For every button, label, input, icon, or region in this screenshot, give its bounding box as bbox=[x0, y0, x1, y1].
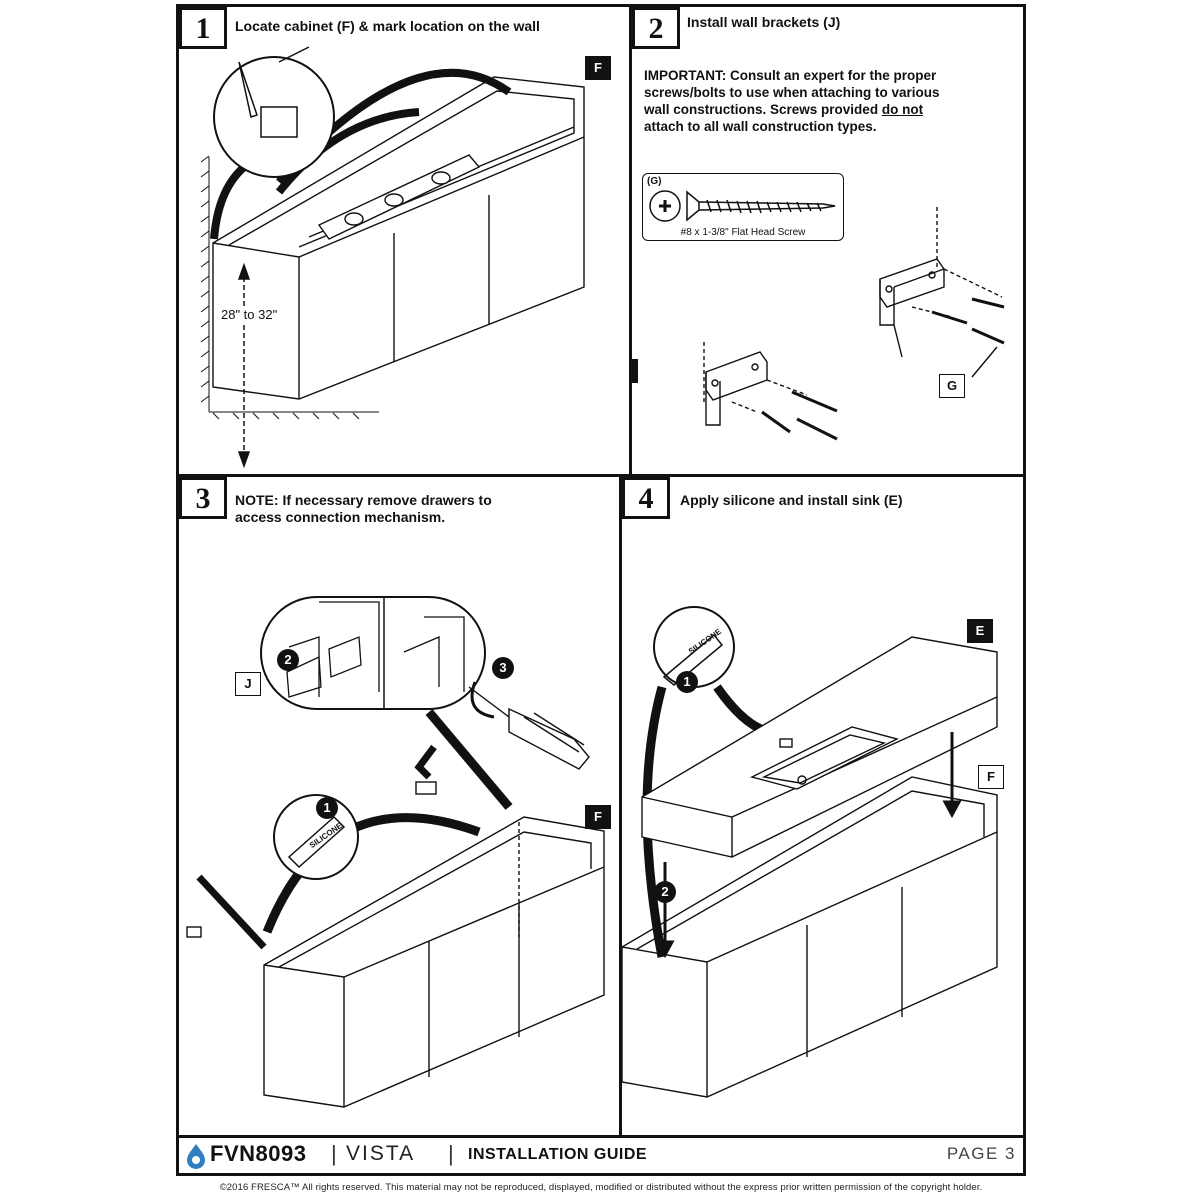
important-emphasis: do not bbox=[881, 102, 924, 117]
step-4-callout-cabinet: F bbox=[978, 765, 1004, 789]
step-4-illustration bbox=[622, 606, 998, 1098]
step-4-badge-2: 2 bbox=[654, 881, 676, 903]
important-lead: IMPORTANT: Consult an expert for the pro… bbox=[644, 68, 940, 117]
step-2-important-note: IMPORTANT: Consult an expert for the pro… bbox=[644, 67, 944, 135]
step-3-number: 3 bbox=[179, 477, 227, 519]
step-3-callout-bracket: J bbox=[235, 672, 261, 696]
page-number: PAGE 3 bbox=[946, 1144, 1016, 1163]
step-3-badge-1: 1 bbox=[316, 797, 338, 819]
step-1-illustration bbox=[200, 46, 585, 469]
screw-detail-box: (G) #8 x 1-3/8" Flat Head Screw bbox=[642, 173, 844, 241]
step-4-callout-sink: E bbox=[967, 619, 993, 643]
important-tail: attach to all wall construction types. bbox=[644, 119, 877, 134]
step-3-illustration bbox=[186, 596, 605, 1108]
step-3-badge-3: 3 bbox=[492, 657, 514, 679]
step-3-title-line1: NOTE: If necessary remove drawers to bbox=[235, 492, 492, 508]
step-4-title: Apply silicone and install sink (E) bbox=[680, 492, 903, 508]
step-2-callout-screw: G bbox=[939, 374, 965, 398]
divider-vertical-top bbox=[629, 7, 632, 474]
step-4-badge-1: 1 bbox=[676, 671, 698, 693]
footer-bar: FVN8093 | VISTA | INSTALLATION GUIDE PAG… bbox=[176, 1137, 1026, 1175]
step-1-title: Locate cabinet (F) & mark location on th… bbox=[235, 18, 540, 34]
copyright-notice: ©2016 FRESCA™ All rights reserved. This … bbox=[219, 1182, 983, 1193]
step-3-panel: 3 NOTE: If necessary remove drawers to a… bbox=[179, 477, 619, 1135]
step-4-panel: 4 Apply silicone and install sink (E) bbox=[622, 477, 1023, 1135]
step-3-callout-cabinet: F bbox=[585, 805, 611, 829]
instruction-sheet: 1 Locate cabinet (F) & mark location on … bbox=[176, 4, 1026, 1176]
series-name: VISTA bbox=[346, 1142, 416, 1165]
screw-code: (G) bbox=[647, 176, 662, 187]
step-1-panel: 1 Locate cabinet (F) & mark location on … bbox=[179, 7, 629, 474]
guide-title: INSTALLATION GUIDE bbox=[468, 1146, 648, 1163]
divider-footer bbox=[179, 1135, 1023, 1138]
step-2-number: 2 bbox=[632, 7, 680, 49]
step-2-callout-bracket: J bbox=[632, 359, 638, 383]
divider-horizontal bbox=[179, 474, 1023, 477]
model-number: FVN8093 bbox=[210, 1141, 307, 1166]
step-2-title: Install wall brackets (J) bbox=[687, 14, 841, 30]
step-2-panel: 2 Install wall brackets (J) IMPORTANT: C… bbox=[632, 7, 1023, 474]
step-1-callout-cabinet: F bbox=[585, 56, 611, 80]
separator-2: | bbox=[448, 1141, 454, 1166]
step-1-dimension-label: 28" to 32" bbox=[219, 307, 280, 322]
step-3-title-line2: access connection mechanism. bbox=[235, 509, 446, 525]
step-1-number: 1 bbox=[179, 7, 227, 49]
divider-vertical-bottom bbox=[619, 477, 622, 1135]
screw-icon bbox=[649, 190, 836, 222]
step-4-number: 4 bbox=[622, 477, 670, 519]
separator-1: | bbox=[331, 1141, 337, 1166]
fresca-drop-icon bbox=[187, 1144, 205, 1169]
step-3-badge-2: 2 bbox=[277, 649, 299, 671]
step-3-title: NOTE: If necessary remove drawers to acc… bbox=[235, 492, 492, 526]
screw-caption: #8 x 1-3/8" Flat Head Screw bbox=[680, 227, 806, 238]
